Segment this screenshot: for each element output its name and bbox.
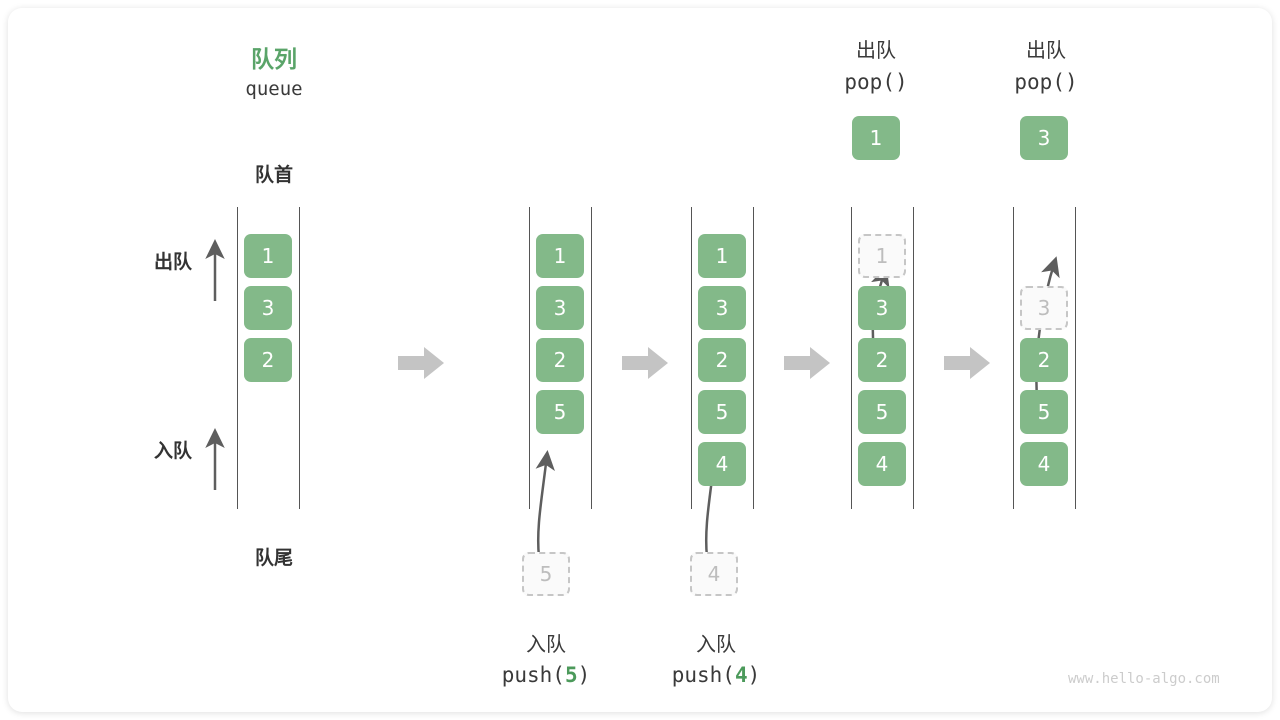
- queue-rail-right-5: [1075, 207, 1076, 509]
- push-5-arrow: [535, 450, 555, 558]
- queue-rail-right-2: [591, 207, 592, 509]
- pop-3-header-cn: 出队: [1026, 40, 1066, 62]
- queue-element: 3: [244, 286, 292, 330]
- popped-element: 3: [1020, 116, 1068, 160]
- page-subtitle: queue: [245, 78, 303, 100]
- push-5-caption-code: push(5): [501, 663, 591, 687]
- queue-element: 1: [244, 234, 292, 278]
- queue-element-removed: 3: [1020, 286, 1068, 330]
- push-4-caption-cn: 入队: [696, 634, 736, 656]
- queue-rail-right-3: [753, 207, 754, 509]
- pop-1-header-cn: 出队: [856, 40, 896, 62]
- diagram-card: 队列 queue 队首 队尾 出队 入队 1 3 2 1 3 2 5 5 入队 …: [8, 8, 1272, 712]
- queue-element: 2: [536, 338, 584, 382]
- queue-element: 5: [858, 390, 906, 434]
- queue-element: 2: [244, 338, 292, 382]
- pending-push-element: 5: [522, 552, 570, 596]
- queue-element-removed: 1: [858, 234, 906, 278]
- step-transition-arrow: [622, 346, 668, 380]
- queue-element: 5: [698, 390, 746, 434]
- queue-element: 1: [536, 234, 584, 278]
- queue-element: 2: [858, 338, 906, 382]
- queue-rail-left-1: [237, 207, 238, 509]
- queue-element: 4: [858, 442, 906, 486]
- queue-element: 2: [698, 338, 746, 382]
- queue-element: 4: [1020, 442, 1068, 486]
- queue-rail-left-2: [529, 207, 530, 509]
- queue-rail-left-4: [851, 207, 852, 509]
- pending-push-element: 4: [690, 552, 738, 596]
- push-5-caption-cn: 入队: [526, 634, 566, 656]
- queue-rail-right-1: [299, 207, 300, 509]
- queue-element: 1: [698, 234, 746, 278]
- queue-head-label: 队首: [254, 165, 293, 186]
- queue-element: 4: [698, 442, 746, 486]
- enqueue-direction-label: 入队: [153, 441, 192, 462]
- queue-tail-label: 队尾: [254, 548, 293, 569]
- queue-element: 3: [698, 286, 746, 330]
- step-transition-arrow: [398, 346, 444, 380]
- queue-rail-left-3: [691, 207, 692, 509]
- push-4-caption-code: push(4): [671, 663, 761, 687]
- step-transition-arrow: [784, 346, 830, 380]
- pop-1-header-code: pop(): [844, 70, 908, 94]
- popped-element: 1: [852, 116, 900, 160]
- queue-element: 5: [536, 390, 584, 434]
- queue-element: 3: [858, 286, 906, 330]
- push-4-argument: 4: [734, 663, 748, 687]
- queue-rail-left-5: [1013, 207, 1014, 509]
- queue-element: 3: [536, 286, 584, 330]
- queue-rail-right-4: [913, 207, 914, 509]
- page-title: 队列: [251, 46, 297, 72]
- push-5-argument: 5: [564, 663, 578, 687]
- pop-3-header-code: pop(): [1014, 70, 1078, 94]
- watermark: www.hello-algo.com: [1068, 671, 1220, 687]
- dequeue-direction-label: 出队: [153, 252, 192, 273]
- queue-element: 5: [1020, 390, 1068, 434]
- queue-element: 2: [1020, 338, 1068, 382]
- step-transition-arrow: [944, 346, 990, 380]
